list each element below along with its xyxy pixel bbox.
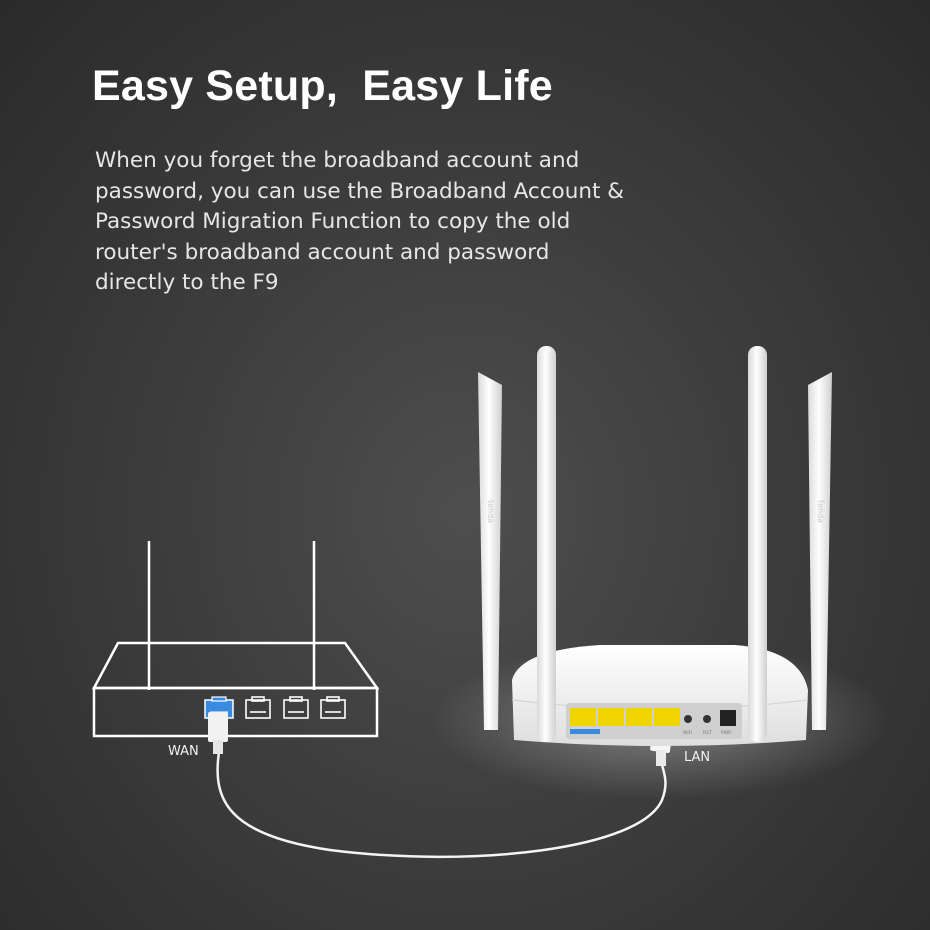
brand-logo: tenda xyxy=(486,500,495,523)
power-port-label: PWR xyxy=(721,730,731,736)
old-router-illustration xyxy=(91,541,380,738)
lan-port-icon xyxy=(245,696,346,719)
wan-label: WAN xyxy=(168,744,199,759)
wifi-button-label: WiFi xyxy=(683,730,692,736)
brand-logo: tenda xyxy=(816,500,825,523)
headline: Easy Setup, Easy Life xyxy=(92,62,553,110)
reset-button-label: RST xyxy=(703,730,712,736)
f9-router-photo: WiFi RST PWR tenda tenda xyxy=(430,346,890,800)
lan-label: LAN xyxy=(684,750,711,765)
feature-description: When you forget the broadband account an… xyxy=(95,148,624,295)
yellow-lan-ports xyxy=(570,708,680,734)
